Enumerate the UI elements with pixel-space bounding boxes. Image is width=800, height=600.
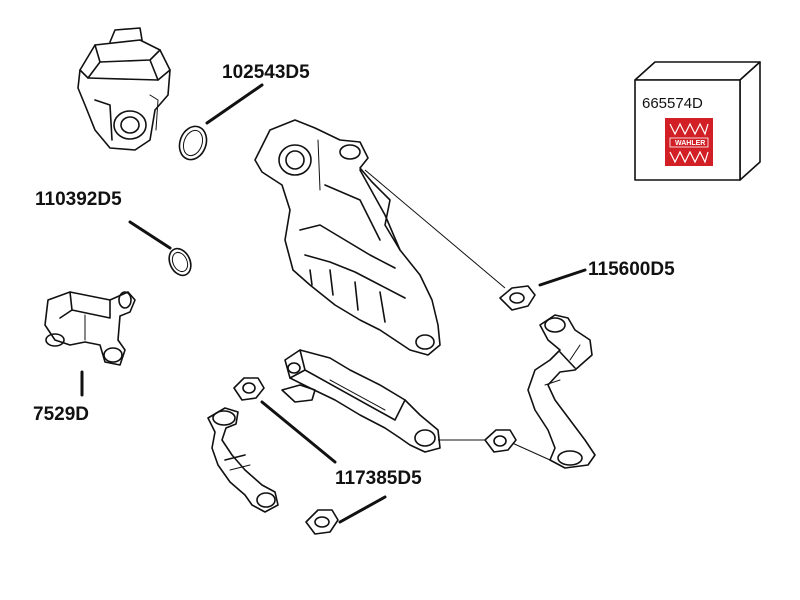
egr-pipe-small-icon[interactable] bbox=[207, 407, 279, 513]
part-label-110392D5[interactable]: 110392D5 bbox=[35, 189, 122, 210]
part-label-117385D5[interactable]: 117385D5 bbox=[335, 468, 422, 489]
gasket-cooler-outlet-icon[interactable] bbox=[484, 429, 517, 453]
leader-110392D5 bbox=[128, 220, 172, 250]
guide-line-manifold bbox=[364, 169, 506, 289]
thermostat-housing-icon[interactable] bbox=[44, 291, 136, 366]
leader-117385D5-upper bbox=[260, 400, 337, 464]
gasket-bottom-icon[interactable] bbox=[305, 509, 339, 535]
intake-manifold-icon[interactable] bbox=[254, 119, 441, 356]
leader-117385D5-lower bbox=[338, 495, 387, 524]
egr-valve-icon[interactable] bbox=[77, 27, 171, 151]
part-label-7529D[interactable]: 7529D bbox=[33, 404, 89, 425]
o-ring-large-icon[interactable] bbox=[175, 123, 211, 164]
wahler-logo-text: WAHLER bbox=[675, 140, 705, 147]
egr-pipe-icon[interactable] bbox=[527, 314, 596, 469]
kit-box-icon[interactable]: 665574D WAHLER bbox=[634, 61, 761, 181]
kit-part-number: 665574D bbox=[642, 95, 703, 112]
part-label-115600D5[interactable]: 115600D5 bbox=[588, 259, 675, 280]
wahler-logo: WAHLER bbox=[665, 118, 713, 166]
guide-line-pipe bbox=[509, 441, 551, 461]
leader-115600D5 bbox=[538, 268, 587, 287]
gasket-icon[interactable] bbox=[499, 285, 536, 311]
egr-cooler-icon[interactable] bbox=[281, 349, 441, 453]
part-label-102543D5[interactable]: 102543D5 bbox=[222, 62, 310, 83]
leader-102543D5 bbox=[205, 83, 264, 125]
o-ring-small-icon[interactable] bbox=[165, 245, 195, 279]
gasket-cooler-inlet-icon[interactable] bbox=[233, 377, 265, 401]
